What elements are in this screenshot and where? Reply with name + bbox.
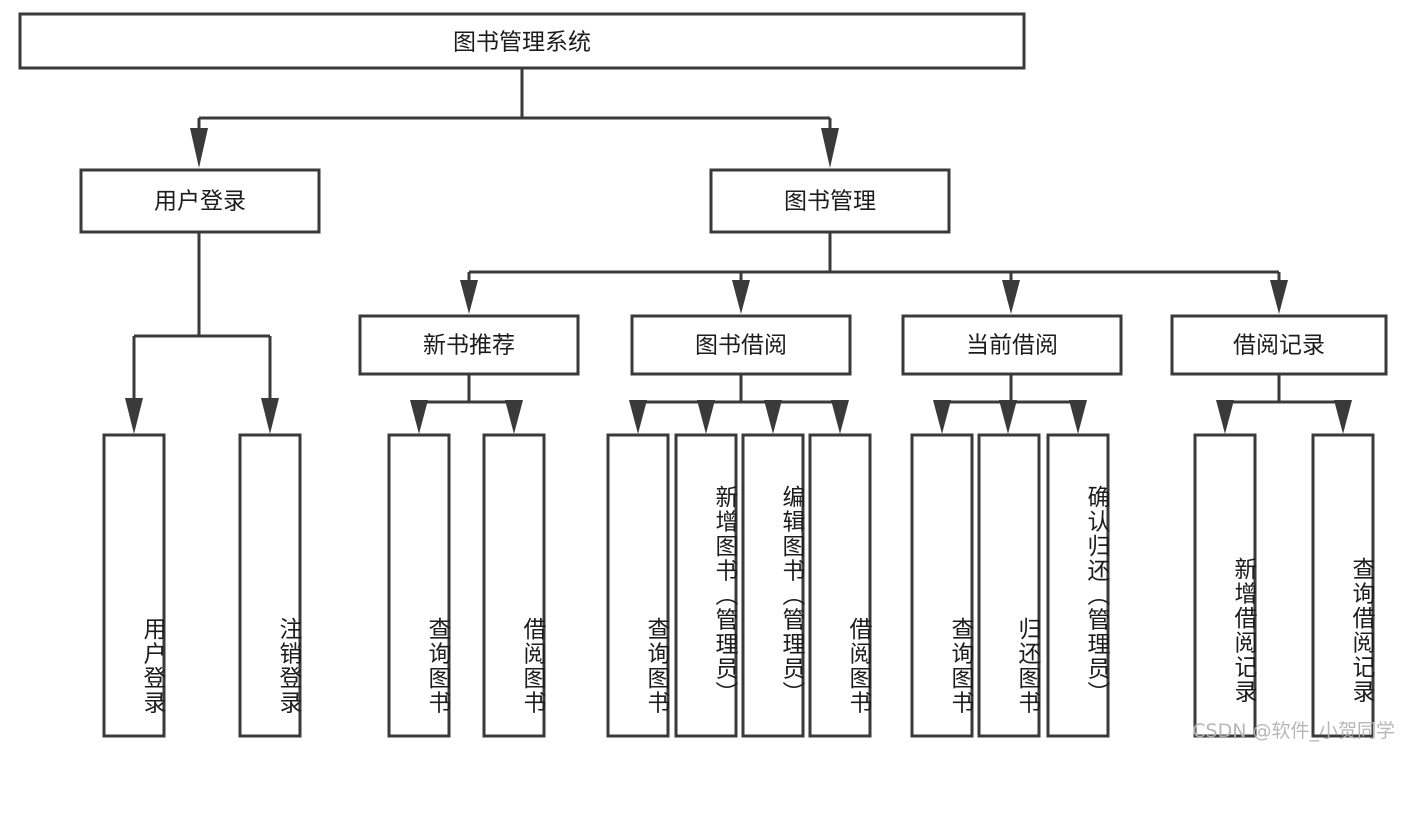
node-user-login[interactable]: 用户登录	[79, 168, 321, 234]
node-root-box[interactable]	[18, 12, 1026, 70]
arrow-head-new-book	[460, 280, 478, 314]
node-leaf-user-login-box[interactable]	[102, 433, 166, 738]
arrow-head-leaf-query-book-3	[933, 400, 951, 434]
node-book-borrow[interactable]: 图书借阅	[630, 314, 852, 376]
connector-bookmanage-to-level2	[460, 232, 1288, 314]
node-user-login-label: 用户登录	[154, 189, 246, 215]
node-leaf-borrow-book-1-box[interactable]	[482, 433, 546, 738]
node-book-borrow-label: 图书借阅	[695, 333, 787, 359]
arrow-head-borrow-record	[1270, 280, 1288, 314]
arrow-head-leaf-user-login	[125, 398, 143, 434]
node-current-borrow[interactable]: 当前借阅	[901, 314, 1123, 376]
node-leaf-query-book-2-box[interactable]	[606, 433, 670, 738]
node-new-book-recommend[interactable]: 新书推荐	[358, 314, 580, 376]
arrow-head-leaf-logout	[261, 398, 279, 434]
connector-currentborrow-to-leaves	[933, 374, 1087, 434]
arrow-head-leaf-query-book-1	[410, 400, 428, 434]
node-leaf-borrow-book-2-box[interactable]	[808, 433, 872, 738]
connector-newbook-to-leaves	[410, 374, 523, 434]
arrow-head-leaf-edit-book	[764, 400, 782, 434]
arrow-head-leaf-add-record	[1216, 400, 1234, 434]
node-book-borrow-box[interactable]	[630, 314, 852, 376]
node-leaf-query-book-3-box[interactable]	[910, 433, 974, 738]
connector-borrowrecord-to-leaves	[1216, 375, 1352, 434]
node-root-label: 图书管理系统	[453, 30, 591, 56]
connector-root-to-level1	[190, 68, 839, 168]
node-book-manage[interactable]: 图书管理	[709, 168, 951, 234]
node-leaf-edit-book-box[interactable]	[741, 433, 805, 738]
arrow-head-leaf-confirm-return	[1069, 400, 1087, 434]
node-book-manage-box[interactable]	[709, 168, 951, 234]
arrow-head-leaf-query-book-2	[629, 400, 647, 434]
node-leaf-query-record-box[interactable]	[1311, 433, 1375, 738]
arrow-head-leaf-borrow-book-2	[831, 400, 849, 434]
connector-userlogin-to-leaves	[125, 232, 279, 434]
node-leaf-add-book-box[interactable]	[674, 433, 738, 738]
arrow-head-leaf-return-book	[999, 400, 1017, 434]
node-book-manage-label: 图书管理	[784, 189, 876, 215]
node-leaf-logout-login-box[interactable]	[238, 433, 302, 738]
node-leaf-confirm-return-box[interactable]	[1046, 433, 1110, 738]
arrow-head-leaf-add-book	[697, 400, 715, 434]
node-current-borrow-box[interactable]	[901, 314, 1123, 376]
node-leaf-return-book-box[interactable]	[977, 433, 1041, 738]
diagram-root: 图书管理系统 用户登录 图书管理 新书推荐 图书借阅 当前借阅 借阅记录	[18, 12, 1395, 742]
arrow-head-book-borrow	[732, 280, 750, 314]
node-current-borrow-label: 当前借阅	[966, 333, 1058, 359]
arrow-head-leaf-query-record	[1334, 400, 1352, 434]
node-new-book-recommend-box[interactable]	[358, 314, 580, 376]
arrow-head-current-borrow	[1002, 280, 1020, 314]
watermark-text: CSDN @软件_小贺同学	[1192, 720, 1395, 742]
node-leaf-query-book-1-box[interactable]	[387, 433, 451, 738]
arrow-head-book-manage	[821, 128, 839, 168]
node-root[interactable]: 图书管理系统	[18, 12, 1026, 70]
node-borrow-record-label: 借阅记录	[1233, 333, 1325, 359]
connector-bookborrow-to-leaves	[629, 374, 849, 434]
node-new-book-recommend-label: 新书推荐	[423, 333, 515, 359]
node-user-login-box[interactable]	[79, 168, 321, 234]
node-borrow-record-box[interactable]	[1170, 314, 1388, 376]
node-borrow-record[interactable]: 借阅记录	[1170, 314, 1388, 376]
arrow-head-leaf-borrow-book-1	[505, 400, 523, 434]
node-leaf-add-record-box[interactable]	[1193, 433, 1257, 738]
arrow-head-user-login	[190, 128, 208, 168]
diagram-canvas: 图书管理系统 用户登录 图书管理 新书推荐 图书借阅 当前借阅 借阅记录	[18, 12, 1388, 738]
